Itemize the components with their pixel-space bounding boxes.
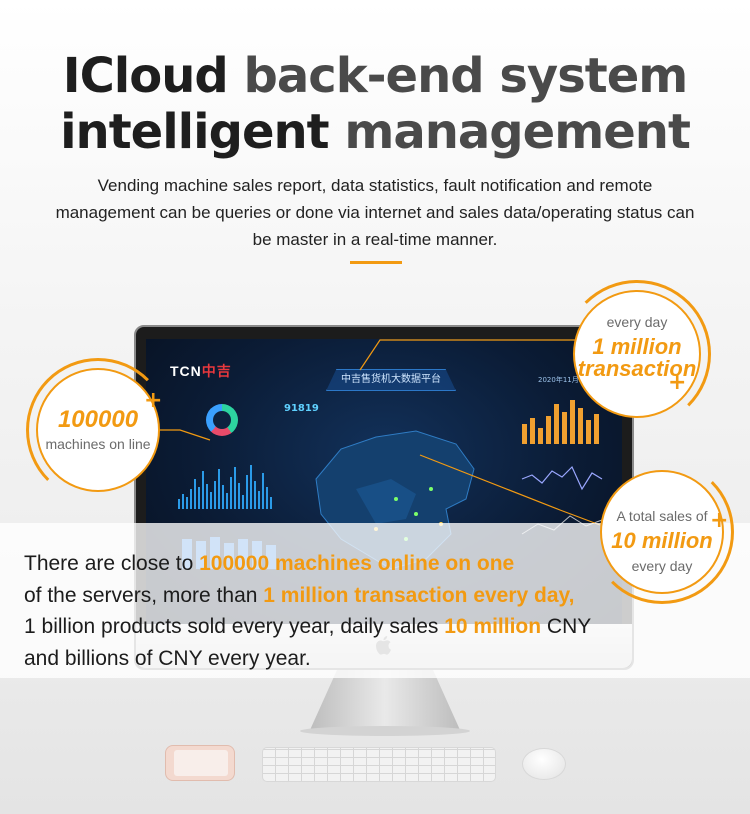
title-word-intelligent: intelligent: [60, 104, 330, 160]
sales-plus-icon: +: [710, 508, 729, 533]
transactions-value-line2: transaction: [577, 356, 697, 381]
dashboard-heading: 中吉售货机大数据平台: [326, 369, 456, 391]
smartphone-screen: [174, 750, 228, 776]
title-word-management: management: [344, 104, 691, 160]
trend-line-chart: [521, 465, 603, 491]
page-subtitle: Vending machine sales report, data stati…: [55, 176, 695, 249]
summary-paragraph: There are close to 100000 machines onlin…: [24, 548, 684, 674]
dashboard-counter: 91819: [284, 403, 319, 414]
donut-chart: [206, 404, 238, 436]
sales-spark-chart: [178, 465, 272, 509]
title-divider: [350, 261, 402, 264]
machines-callout-ring: [26, 358, 170, 502]
transactions-value: 1 million transaction: [575, 336, 699, 380]
mouse: [522, 748, 566, 780]
summary-text-4: CNY: [541, 615, 592, 638]
sales-value: 10 million: [611, 528, 713, 553]
summary-text-1: There are close to: [24, 552, 200, 575]
page-title: ICloud back-end system intelligent manag…: [0, 48, 750, 160]
transactions-plus-icon: +: [668, 370, 687, 395]
daily-sales-callout: A total sales of 10 million every day: [600, 470, 724, 594]
summary-text-2: of the servers, more than: [24, 583, 264, 607]
machines-online-callout: 100000 machines on line: [36, 368, 160, 492]
dashboard-logo-tcn: TCN: [170, 363, 202, 379]
sales-top: A total sales of: [616, 508, 708, 524]
machines-plus-icon: +: [144, 388, 163, 413]
smartphone: [165, 745, 235, 781]
orange-bar-chart: [522, 400, 599, 444]
summary-text-3: 1 billion products sold every year, dail…: [24, 615, 445, 638]
keyboard: [262, 747, 496, 782]
machines-value: 100000: [57, 406, 139, 433]
sales-bottom: every day: [631, 558, 693, 574]
dashboard-date: 2020年11月30日: [538, 376, 595, 384]
dashboard-logo: TCN中吉: [170, 361, 232, 381]
transactions-top: every day: [606, 314, 668, 330]
transactions-callout-ring: [563, 280, 711, 428]
dashboard-logo-cn: 中吉: [201, 363, 232, 379]
monitor-stand: [310, 670, 460, 730]
sales-callout-ring: [590, 460, 734, 604]
summary-highlight-sales: 10 million: [444, 615, 542, 638]
summary-highlight-transactions: 1 million transaction every day,: [263, 583, 575, 607]
title-word-backend: back-end system: [243, 48, 688, 104]
summary-highlight-machines: 100000 machines online on one: [199, 552, 515, 575]
title-word-icloud: ICloud: [62, 48, 229, 104]
daily-transactions-callout: every day 1 million transaction: [573, 290, 701, 418]
summary-text-5: and billions of CNY every year.: [24, 646, 311, 670]
transactions-value-line1: 1 million: [592, 334, 682, 359]
monitor-stand-base: [300, 726, 470, 736]
machines-label: machines on line: [45, 436, 151, 452]
